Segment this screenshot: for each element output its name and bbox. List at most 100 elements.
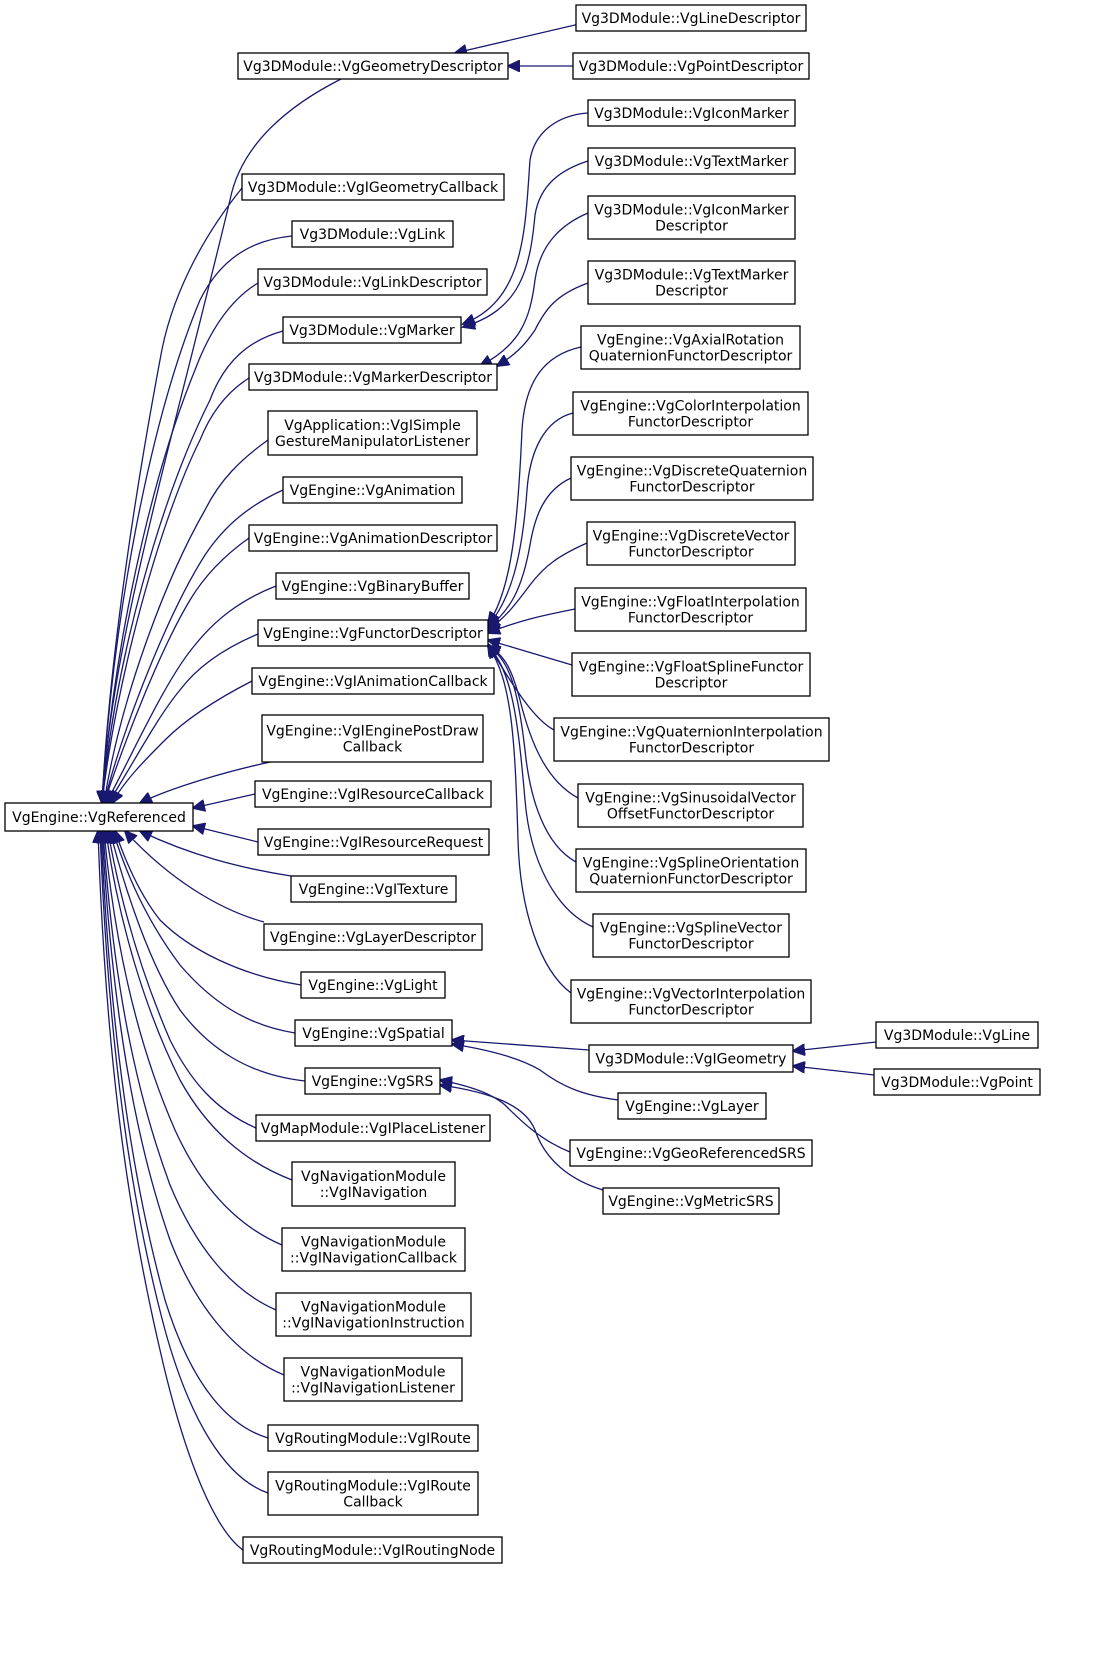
class-node-label: Vg3DModule::VgPoint (881, 1075, 1033, 1091)
class-node-binbuf[interactable]: VgEngine::VgBinaryBuffer (275, 572, 470, 600)
inheritance-edge-placelist-to-root (108, 831, 257, 1129)
class-node-box (275, 572, 470, 600)
class-node-box (580, 325, 801, 370)
class-node-linkdesc[interactable]: Vg3DModule::VgLinkDescriptor (257, 268, 488, 296)
class-node-box (275, 1292, 472, 1337)
class-node-iroute[interactable]: VgRoutingModule::VgIRoute (267, 1424, 479, 1452)
inheritance-edge-igeomcb-to-root (102, 187, 243, 803)
class-node-inavcb[interactable]: VgNavigationModule::VgINavigationCallbac… (281, 1227, 466, 1272)
class-node-metric[interactable]: VgEngine::VgMetricSRS (602, 1187, 780, 1215)
class-node-label: FunctorDescriptor (628, 611, 754, 627)
class-node-box (242, 1536, 503, 1564)
inheritance-edge-metric-to-srs (440, 1085, 604, 1191)
class-node-label: Descriptor (655, 284, 728, 300)
class-node-inav[interactable]: VgNavigationModule::VgINavigation (291, 1161, 456, 1207)
class-node-box (291, 220, 454, 248)
class-node-igeomcb[interactable]: Vg3DModule::VgIGeometryCallback (241, 173, 505, 201)
inheritance-edge-inav-to-root (106, 831, 293, 1181)
class-node-iroutenode[interactable]: VgRoutingModule::VgIRoutingNode (242, 1536, 503, 1564)
class-node-axialrot[interactable]: VgEngine::VgAxialRotationQuaternionFunct… (580, 325, 801, 370)
class-node-resreq[interactable]: VgEngine::VgIResourceRequest (257, 828, 490, 856)
class-node-link[interactable]: Vg3DModule::VgLink (291, 220, 454, 248)
inheritance-edge-floatspline-to-functor (488, 640, 573, 666)
inheritance-edge-igeom-to-spatial (452, 1040, 590, 1051)
class-node-box (257, 268, 488, 296)
inheritance-edge-ianimcb-to-root (112, 680, 253, 803)
class-node-box (290, 875, 457, 903)
inheritance-edge-spatial-to-root (113, 831, 296, 1034)
class-node-geomdesc[interactable]: Vg3DModule::VgGeometryDescriptor (237, 52, 509, 80)
class-node-box (267, 410, 478, 456)
inheritance-edge-light-to-root (115, 831, 302, 986)
class-node-box (257, 619, 489, 647)
class-node-splineorient[interactable]: VgEngine::VgSplineOrientationQuaternionF… (575, 848, 807, 893)
class-node-discvec[interactable]: VgEngine::VgDiscreteVectorFunctorDescrip… (586, 521, 796, 566)
class-node-gesture[interactable]: VgApplication::VgISimpleGestureManipulat… (267, 410, 478, 456)
class-node-vecinterp[interactable]: VgEngine::VgVectorInterpolationFunctorDe… (570, 979, 812, 1024)
inheritance-edge-layerdesc-to-root (125, 831, 265, 923)
class-node-point[interactable]: Vg3DModule::VgPoint (873, 1068, 1041, 1096)
class-node-linedesc[interactable]: Vg3DModule::VgLineDescriptor (575, 4, 807, 32)
class-node-igeom[interactable]: Vg3DModule::VgIGeometry (588, 1044, 794, 1073)
class-node-functor[interactable]: VgEngine::VgFunctorDescriptor (257, 619, 489, 647)
inheritance-edge-sinus-to-functor (488, 646, 579, 799)
class-node-line[interactable]: Vg3DModule::VgLine (875, 1021, 1039, 1049)
class-node-label: VgEngine::VgColorInterpolation (580, 399, 801, 415)
class-node-rescb[interactable]: VgEngine::VgIResourceCallback (254, 780, 492, 808)
class-node-colorinterp[interactable]: VgEngine::VgColorInterpolationFunctorDes… (572, 391, 809, 436)
class-node-box (569, 1139, 813, 1167)
class-node-label: QuaternionFunctorDescriptor (589, 349, 793, 365)
class-node-quatinterp[interactable]: VgEngine::VgQuaternionInterpolationFunct… (553, 717, 830, 762)
class-node-animation[interactable]: VgEngine::VgAnimation (282, 476, 463, 504)
inheritance-edge-textmarker-to-marker (463, 160, 589, 327)
class-node-box (248, 363, 498, 391)
class-node-label: Vg3DModule::VgTextMarker (595, 268, 789, 284)
class-node-root[interactable]: VgEngine::VgReferenced (4, 802, 194, 832)
class-node-discquat[interactable]: VgEngine::VgDiscreteQuaternionFunctorDes… (570, 456, 814, 501)
class-node-texture[interactable]: VgEngine::VgITexture (290, 875, 457, 903)
class-node-label: VgEngine::VgBinaryBuffer (282, 579, 464, 595)
class-node-box (304, 1067, 441, 1095)
class-node-marker[interactable]: Vg3DModule::VgMarker (282, 316, 462, 344)
inheritance-edge-axialrot-to-functor (488, 346, 582, 624)
class-node-label: Vg3DModule::VgLink (300, 227, 447, 243)
class-node-box (237, 52, 509, 80)
class-node-placelist[interactable]: VgMapModule::VgIPlaceListener (255, 1114, 491, 1142)
class-node-layerdesc[interactable]: VgEngine::VgLayerDescriptor (263, 923, 483, 951)
class-node-inavlist[interactable]: VgNavigationModule::VgINavigationListene… (283, 1357, 463, 1402)
class-node-layer[interactable]: VgEngine::VgLayer (617, 1092, 767, 1120)
class-node-label: VgApplication::VgISimple (284, 418, 461, 434)
class-node-label: Descriptor (655, 676, 728, 692)
class-node-floatinterp[interactable]: VgEngine::VgFloatInterpolationFunctorDes… (574, 587, 807, 632)
class-node-ianimcb[interactable]: VgEngine::VgIAnimationCallback (251, 667, 495, 695)
class-node-georef[interactable]: VgEngine::VgGeoReferencedSRS (569, 1139, 813, 1167)
nodes-layer: VgEngine::VgReferenced Vg3DModule::VgGeom… (4, 4, 1041, 1564)
class-node-label: VgEngine::VgSinusoidalVector (585, 791, 796, 807)
class-node-label: VgEngine::VgIResourceRequest (264, 835, 484, 851)
class-node-label: Vg3DModule::VgPointDescriptor (579, 59, 804, 75)
class-node-textmarker[interactable]: Vg3DModule::VgTextMarker (587, 147, 796, 175)
class-node-markerdesc[interactable]: Vg3DModule::VgMarkerDescriptor (248, 363, 498, 391)
inheritance-edge-binbuf-to-root (106, 585, 277, 803)
class-node-label: FunctorDescriptor (629, 480, 755, 496)
inheritance-edge-layer-to-spatial (452, 1044, 619, 1101)
class-node-inavinstr[interactable]: VgNavigationModule::VgINavigationInstruc… (275, 1292, 472, 1337)
class-node-pointdesc[interactable]: Vg3DModule::VgPointDescriptor (572, 52, 810, 80)
class-node-label: VgNavigationModule (301, 1169, 446, 1185)
class-node-box (282, 476, 463, 504)
class-node-box (575, 4, 807, 32)
class-node-iconmarker[interactable]: Vg3DModule::VgIconMarker (587, 99, 796, 127)
class-node-splinevec[interactable]: VgEngine::VgSplineVectorFunctorDescripto… (592, 913, 790, 958)
class-node-srs[interactable]: VgEngine::VgSRS (304, 1067, 441, 1095)
class-node-light[interactable]: VgEngine::VgLight (300, 971, 446, 999)
class-node-animdesc[interactable]: VgEngine::VgAnimationDescriptor (248, 524, 498, 552)
class-node-label: GestureManipulatorListener (275, 434, 470, 450)
class-node-box (602, 1187, 780, 1215)
class-node-sinus[interactable]: VgEngine::VgSinusoidalVectorOffsetFuncto… (577, 783, 804, 828)
class-node-spatial[interactable]: VgEngine::VgSpatial (294, 1019, 453, 1047)
